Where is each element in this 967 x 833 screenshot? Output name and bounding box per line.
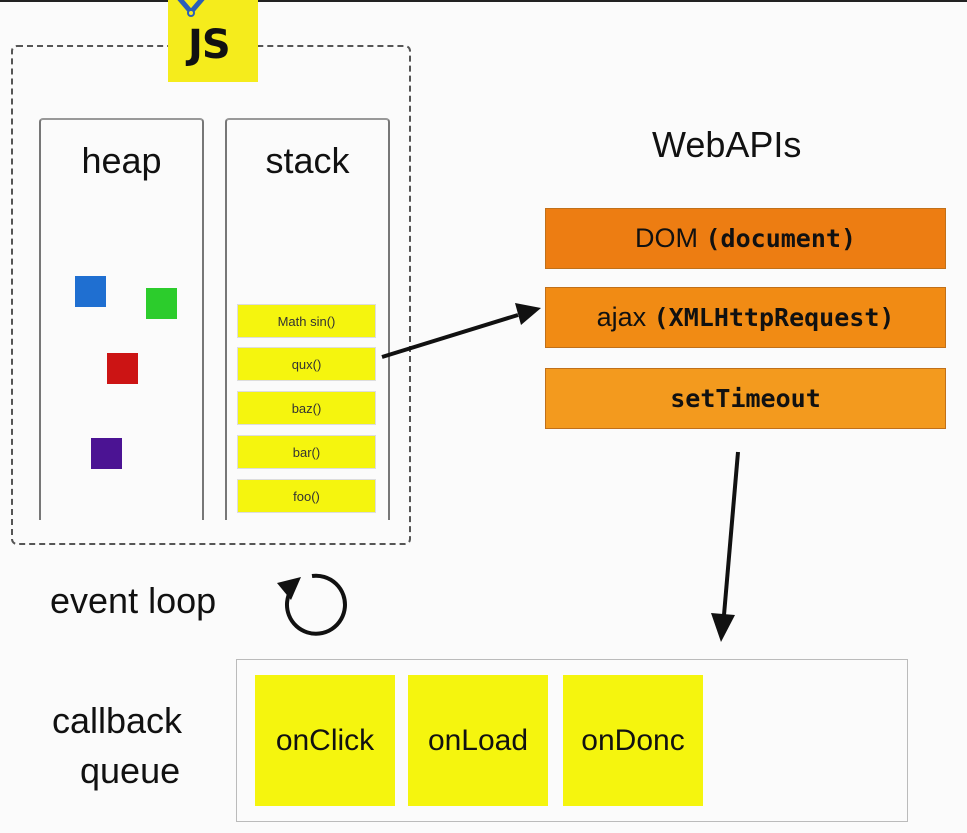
js-logo: JS (168, 0, 258, 82)
webapi-ajax: ajax (XMLHttpRequest) (545, 287, 946, 348)
arrow-stack-to-webapis (381, 303, 541, 359)
webapi-settimeout-code: setTimeout (670, 384, 821, 413)
event-loop-cycle-icon (277, 573, 347, 636)
event-loop-label: event loop (50, 580, 217, 621)
stack-title: stack (265, 140, 350, 181)
arrow-webapis-to-queue (711, 451, 740, 642)
callback-queue-label: callback queue (52, 696, 222, 796)
stack-frame: Math sin() (237, 304, 376, 338)
webapi-dom-label: DOM (634, 223, 698, 253)
callback-queue-label-line2: queue (80, 750, 181, 791)
logo-mark-icon (177, 0, 205, 17)
heap-object-blue (75, 276, 106, 307)
webapi-dom: DOM (document) (545, 208, 946, 269)
webapis-title: WebAPIs (652, 124, 802, 165)
stack-frame: bar() (237, 435, 376, 469)
callback-queue-label-line1: callback (52, 700, 183, 741)
heap-title: heap (81, 140, 162, 181)
heap-object-purple (91, 438, 122, 469)
stack-frame: foo() (237, 479, 376, 513)
webapi-ajax-code: (XMLHttpRequest) (653, 303, 895, 332)
webapi-settimeout: setTimeout (545, 368, 946, 429)
js-logo-text: JS (188, 22, 231, 68)
top-border-line (0, 0, 967, 2)
webapi-ajax-label: ajax (596, 302, 647, 332)
heap-object-red (107, 353, 138, 384)
heap-panel: heap (39, 118, 204, 520)
webapi-dom-code: (document) (705, 224, 857, 253)
heap-object-green (146, 288, 177, 319)
callback-item: onDonc (563, 675, 703, 806)
callback-item: onClick (255, 675, 395, 806)
stack-frame: baz() (237, 391, 376, 425)
stack-panel: stack Math sin() qux() baz() bar() foo() (225, 118, 390, 520)
stack-frame: qux() (237, 347, 376, 381)
callback-item: onLoad (408, 675, 548, 806)
